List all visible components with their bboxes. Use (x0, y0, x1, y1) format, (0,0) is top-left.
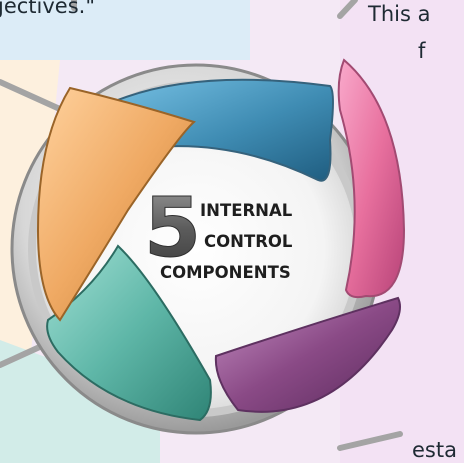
segment-bottom-right (214, 296, 401, 413)
segment-left (36, 86, 197, 322)
panel-bottom-left (0, 340, 160, 463)
text-fragment-top-right: This a (368, 2, 431, 26)
title-line-control: CONTROL (204, 232, 293, 251)
title-line-internal: INTERNAL (200, 201, 293, 220)
big-number-five: 5 (144, 181, 201, 276)
panel-top-left (0, 0, 250, 60)
segment-bottom-left (46, 244, 212, 422)
text-fragment-bottom-right: esta (412, 438, 457, 462)
text-fragment-top-left: jectives." (0, 0, 95, 18)
text-fragment-top-right-2: f (418, 39, 426, 63)
segment-right (337, 58, 406, 299)
title-line-components: COMPONENTS (160, 263, 291, 282)
